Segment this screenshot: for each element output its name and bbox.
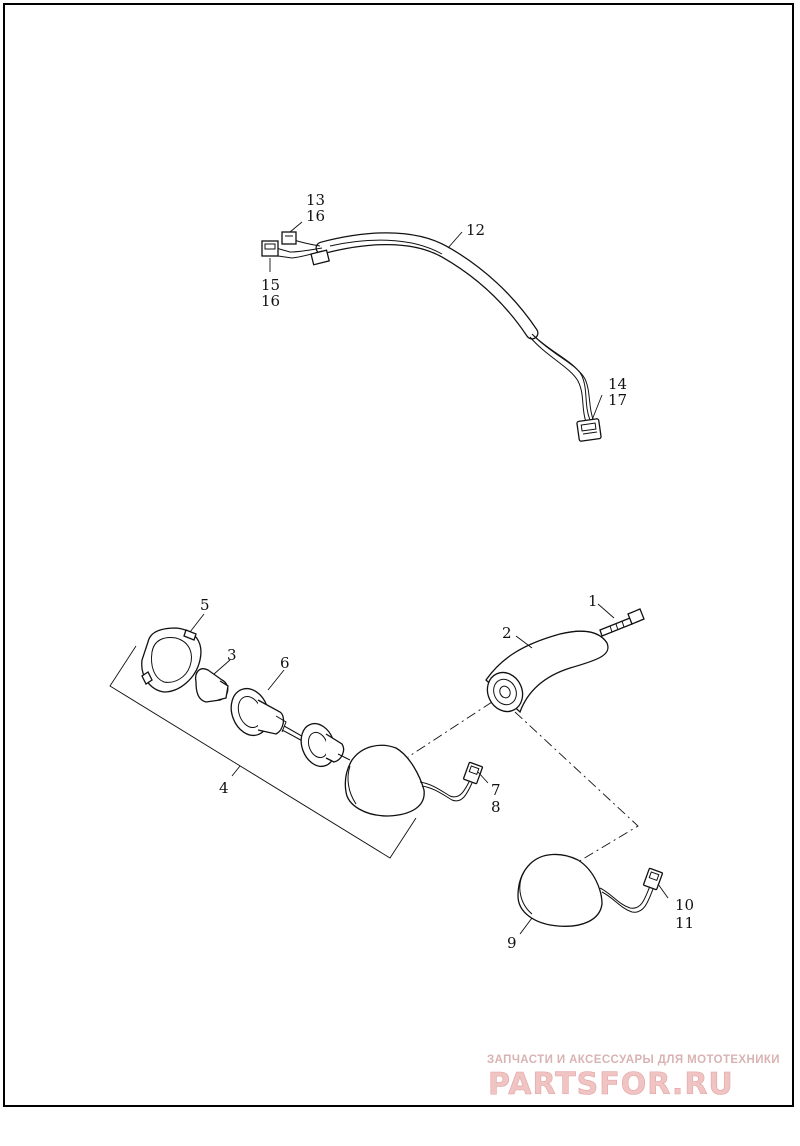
connector-7-8: [462, 761, 484, 785]
assembly-line-b: [514, 711, 639, 863]
callout-1: 1: [588, 592, 598, 610]
callout-9: 9: [507, 934, 517, 952]
callout-10: 10: [675, 896, 694, 914]
watermark: ЗАПЧАСТИ И АКСЕССУАРЫ ДЛЯ МОТОТЕХНИКИ PA…: [487, 1054, 780, 1102]
bezel-ring: [141, 627, 202, 693]
callout-2: 2: [502, 624, 512, 642]
turn-signal-mount: [485, 630, 609, 714]
grommet: [300, 722, 345, 768]
assembly-bracket: [109, 645, 417, 859]
callout-5: 5: [200, 596, 210, 614]
assembly-line-a: [407, 701, 493, 758]
connector-14-17: [576, 418, 602, 442]
lamp-9: [517, 853, 603, 927]
callout-6: 6: [280, 654, 290, 672]
leader-lines: [189, 221, 669, 935]
bulb-socket: [230, 687, 287, 737]
callout-17: 17: [608, 391, 627, 409]
callout-11: 11: [675, 914, 694, 932]
callout-16-top: 16: [306, 207, 325, 225]
bulb: [194, 668, 229, 703]
wiring-harness: [261, 231, 602, 442]
callout-16-bottom: 16: [261, 292, 280, 310]
callout-14: 14: [608, 375, 627, 393]
lamp-housing: [344, 744, 425, 817]
callout-7: 7: [491, 781, 501, 799]
watermark-logo: PARTSFOR.RU: [488, 1067, 734, 1102]
callout-15: 15: [261, 276, 280, 294]
connector-13-16: [281, 231, 297, 245]
callout-13: 13: [306, 191, 325, 209]
callout-12: 12: [466, 221, 485, 239]
connector-15-16: [261, 240, 279, 257]
callout-3: 3: [227, 646, 237, 664]
mounting-stud: [599, 608, 645, 637]
callout-4: 4: [219, 779, 229, 797]
callout-labels: 13 16 15 16 12 14 17 1 2 5 3 6 4 7 8 10 …: [200, 191, 694, 952]
callout-8: 8: [491, 798, 501, 816]
diagram-border: [3, 3, 794, 1107]
watermark-tagline: ЗАПЧАСТИ И АКСЕССУАРЫ ДЛЯ МОТОТЕХНИКИ: [487, 1054, 780, 1066]
